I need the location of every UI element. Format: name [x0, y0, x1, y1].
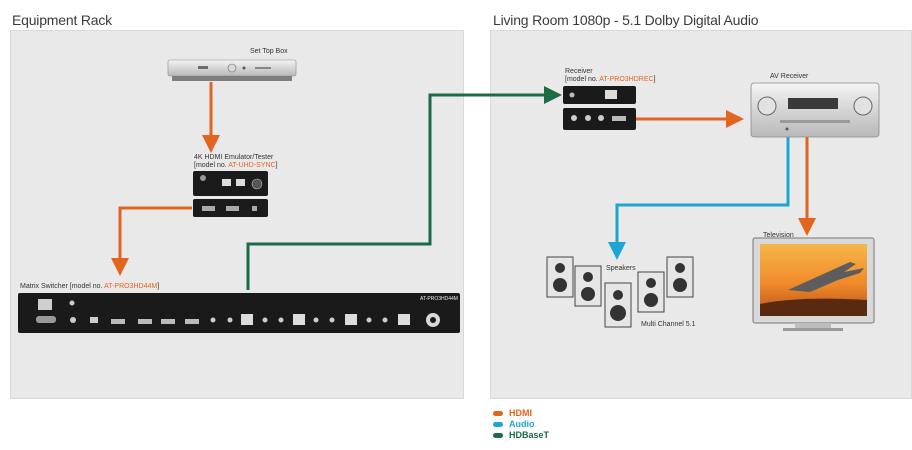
- legend-label-audio: Audio: [509, 419, 535, 429]
- legend-label-hdbaset: HDBaseT: [509, 430, 550, 440]
- receiver-label: Receiver [model no. AT-PRO3HDREC]: [565, 68, 656, 84]
- legend: HDMI Audio HDBaseT: [493, 408, 549, 441]
- receiver-label-line1: Receiver: [565, 68, 593, 75]
- legend-item-hdbaset: HDBaseT: [493, 430, 549, 441]
- emulator-label: 4K HDMI Emulator/Tester [model no. AT-UH…: [194, 154, 278, 170]
- matrix-model-prefix: Matrix Switcher [model no.: [20, 283, 105, 290]
- set-top-box-label: Set Top Box: [250, 48, 288, 55]
- receiver-model-suffix: ]: [653, 76, 656, 83]
- matrix-label: Matrix Switcher [model no. AT-PRO3HD44M]: [20, 283, 159, 291]
- matrix-switcher-device: [18, 293, 460, 333]
- speakers-label: Speakers: [606, 265, 636, 272]
- legend-item-audio: Audio: [493, 419, 549, 430]
- matrix-badge: AT-PRO3HD44M: [420, 296, 458, 302]
- emulator-model-suffix: ]: [275, 162, 278, 169]
- living-room-title: Living Room 1080p - 5.1 Dolby Digital Au…: [493, 12, 759, 28]
- legend-swatch-hdmi: [493, 411, 503, 416]
- legend-swatch-audio: [493, 422, 503, 427]
- hdmi-emulator-device: [193, 171, 268, 217]
- av-receiver-device: [750, 82, 880, 138]
- receiver-model: AT-PRO3HDREC: [599, 76, 654, 83]
- legend-label-hdmi: HDMI: [509, 408, 532, 418]
- television-device: [752, 237, 875, 331]
- multichannel-label: Multi Channel 5.1: [641, 321, 696, 328]
- matrix-model-suffix: ]: [157, 283, 160, 290]
- emulator-model: AT-UHD-SYNC: [228, 162, 276, 169]
- set-top-box: [167, 59, 297, 81]
- equipment-rack-title: Equipment Rack: [12, 12, 112, 28]
- receiver-label-line2: [model no. AT-PRO3HDREC]: [565, 76, 656, 84]
- av-receiver-label: AV Receiver: [770, 73, 809, 80]
- emulator-label-line2: [model no. AT-UHD-SYNC]: [194, 162, 278, 170]
- audio-av-to-speakers: [608, 137, 790, 260]
- receiver-device: [563, 86, 636, 130]
- matrix-model: AT-PRO3HD44M: [104, 283, 158, 290]
- hdbaset-matrix-to-receiver: [246, 86, 562, 290]
- receiver-model-prefix: [model no.: [565, 76, 600, 83]
- hdmi-emulator-to-matrix: [111, 206, 192, 276]
- emulator-label-line1: 4K HDMI Emulator/Tester: [194, 154, 274, 161]
- speaker-group: [546, 256, 694, 328]
- television-label: Television: [763, 232, 794, 239]
- emulator-model-prefix: [model no.: [194, 162, 229, 169]
- legend-swatch-hdbaset: [493, 433, 503, 438]
- legend-item-hdmi: HDMI: [493, 408, 549, 419]
